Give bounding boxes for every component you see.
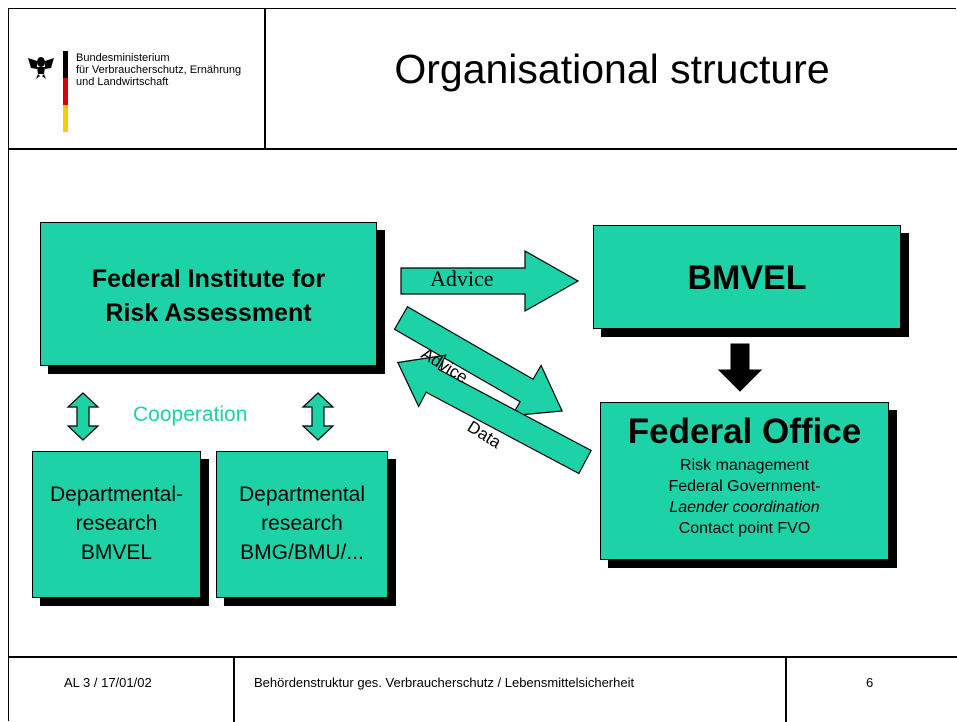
research-other-line-1: Departmental — [238, 483, 366, 506]
research-bmvel-line-1: Departmental- — [49, 483, 184, 506]
down-arrow — [717, 343, 763, 392]
federal-office-line-3: Laender coordination — [669, 499, 820, 516]
advice-label-1: Advice — [430, 266, 494, 291]
slide-frame — [8, 8, 956, 721]
footer-divider-left — [233, 656, 235, 722]
data-arrow — [396, 354, 592, 475]
header-bottom-line — [8, 148, 957, 150]
federal-office-line-2: Federal Government- — [668, 478, 821, 495]
federal-eagle-logo — [26, 52, 56, 80]
flag-black — [63, 51, 68, 78]
page-number: 6 — [866, 675, 874, 690]
cooperation-arrow-right — [301, 392, 335, 441]
flag-bar — [63, 51, 68, 132]
cooperation-arrow-left — [66, 392, 100, 441]
cooperation-label: Cooperation — [133, 403, 248, 426]
federal-office-line-4: Contact point FVO — [678, 520, 811, 537]
research-bmvel-line-2: research — [75, 512, 158, 535]
advice-arrow-diagonal — [393, 305, 563, 417]
ministry-line-2: für Verbraucherschutz, Ernährung — [76, 64, 242, 76]
federal-office-box: Federal Office Risk management Federal G… — [600, 402, 889, 560]
flag-red — [63, 78, 68, 105]
footer-top-line — [8, 656, 957, 658]
footer-date: AL 3 / 17/01/02 — [64, 675, 152, 690]
bfr-box: Federal Institute for Risk Assessment — [40, 222, 377, 366]
research-bmvel-box: Departmental- research BMVEL — [32, 451, 201, 598]
page-title: Organisational structure — [394, 46, 830, 92]
research-other-line-2: research — [261, 512, 343, 535]
bmvel-box: BMVEL — [593, 225, 901, 329]
header-divider — [264, 8, 266, 148]
ministry-name: Bundesministerium für Verbraucherschutz,… — [76, 52, 241, 88]
research-other-box: Departmental research BMG/BMU/... — [216, 451, 388, 598]
footer-topic: Behördenstruktur ges. Verbraucherschutz … — [254, 675, 635, 690]
advice-arrow-right — [400, 249, 580, 313]
footer-divider-right — [785, 656, 787, 722]
federal-office-line-1: Risk management — [680, 457, 809, 474]
ministry-line-3: und Landwirtschaft — [76, 76, 169, 88]
bfr-line-2: Risk Assessment — [105, 299, 312, 327]
flag-gold — [63, 105, 68, 132]
federal-office-title: Federal Office — [627, 412, 862, 451]
bfr-line-1: Federal Institute for — [91, 265, 326, 293]
bmvel-label: BMVEL — [687, 259, 807, 297]
research-other-line-3: BMG/BMU/... — [240, 541, 364, 564]
ministry-line-1: Bundesministerium — [76, 52, 170, 64]
research-bmvel-line-3: BMVEL — [80, 541, 153, 564]
